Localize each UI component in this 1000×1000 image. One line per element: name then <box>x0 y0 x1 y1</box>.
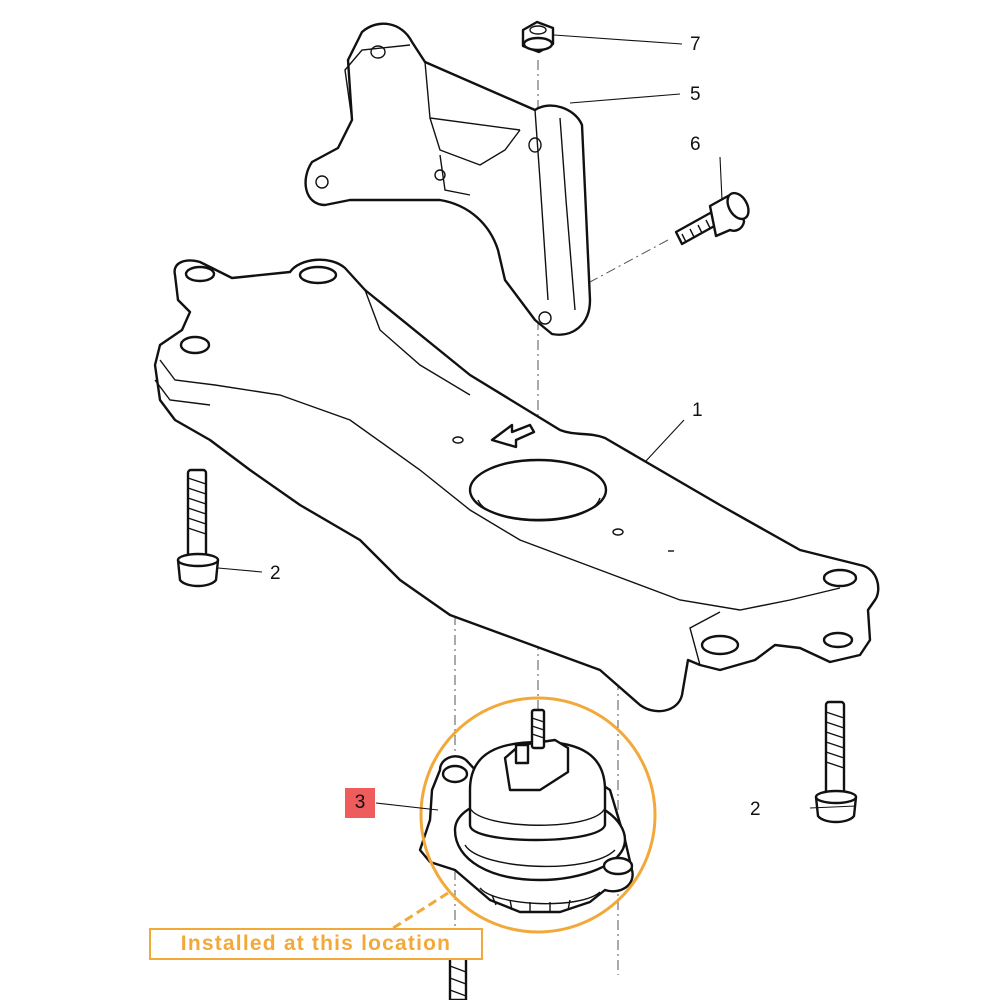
callout-5: 5 <box>690 84 701 105</box>
bolt-right <box>814 700 858 824</box>
bolt-horizontal <box>674 191 750 246</box>
install-location-note: Installed at this location <box>149 928 483 960</box>
highlight-marker <box>389 696 657 934</box>
callout-2-left: 2 <box>270 563 281 584</box>
callout-3: 3 <box>354 792 366 813</box>
callout-6: 6 <box>690 134 701 155</box>
callout-1: 1 <box>692 400 703 421</box>
install-location-text: Installed at this location <box>180 932 452 955</box>
callout-7: 7 <box>690 34 701 55</box>
leader-lines <box>217 34 857 811</box>
crossmember <box>153 258 880 713</box>
bolt-left <box>176 468 220 588</box>
lower-stud <box>448 956 468 1000</box>
callout-2-right: 2 <box>750 799 761 820</box>
engine-mount <box>418 708 634 914</box>
mount-bracket <box>304 22 592 336</box>
nut <box>521 20 555 54</box>
callout-3-badge: 3 <box>345 788 375 818</box>
